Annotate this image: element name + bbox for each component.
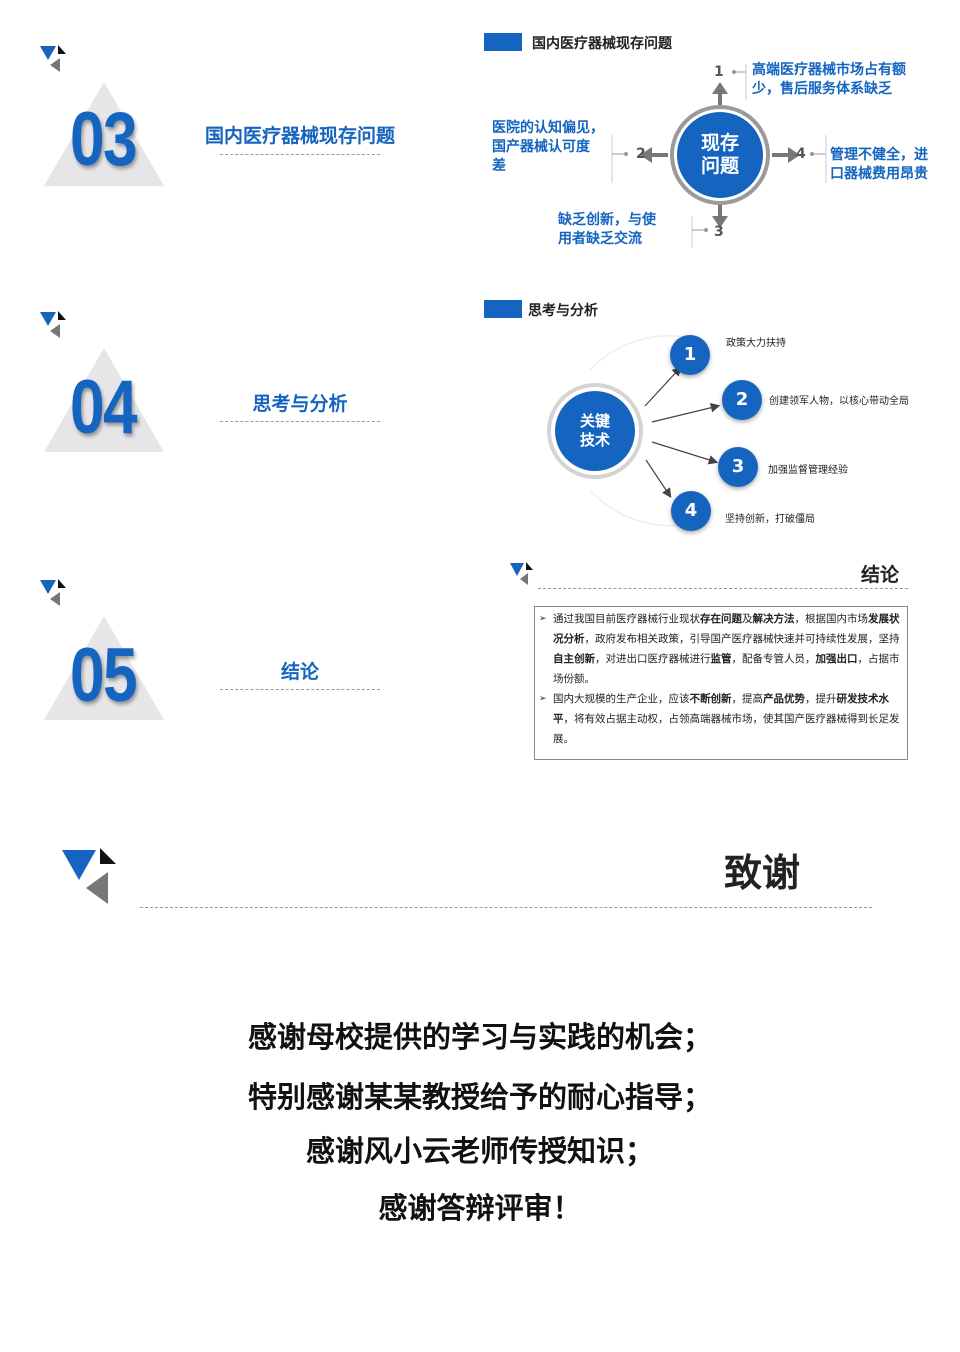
connector (691, 216, 708, 248)
corner-triangles-icon (510, 562, 533, 585)
problem-number: 3 (714, 224, 724, 240)
problem-number: 2 (636, 146, 646, 162)
divider (220, 154, 380, 155)
conclusion-paragraph-2: ➢国内大规模的生产企业，应该不断创新，提高产品优势，提升研发技术水平，将有效占据… (539, 693, 900, 745)
section-title: 国内医疗器械现存问题 (204, 125, 395, 147)
gray-triangle-icon (44, 82, 164, 186)
conclusion-run: 发展状况分析 (553, 613, 900, 645)
gray-triangle-icon (44, 616, 164, 720)
step-3-circle: 3 (718, 447, 758, 487)
thanks-line: 感谢风小云老师传授知识； (305, 1134, 654, 1168)
conclusion-run: ，占据市场份额。 (553, 653, 900, 685)
section-number: 03 (70, 97, 138, 182)
hub-label: 关键 技术 (579, 412, 610, 449)
conclusion-run: ，将有效占据主动权，占领高端器械市场，使其国产医疗器械得到长足发展。 (553, 713, 900, 745)
step-label: 创建领军人物，以核心带动全局 (769, 396, 909, 407)
conclusion-box: ➢通过我国目前医疗器械行业现状存在问题及解决方法，根据国内市场发展状况分析，政府… (534, 606, 908, 760)
connector (611, 135, 628, 183)
conclusion-paragraph-1: ➢通过我国目前医疗器械行业现状存在问题及解决方法，根据国内市场发展状况分析，政府… (539, 613, 900, 685)
corner-triangles-icon (40, 311, 66, 338)
step-2-circle: 2 (722, 380, 762, 420)
conclusion-run: ，政府发布相关政策，引导国产医疗器械快速并可持续性发展，坚持 (584, 633, 900, 645)
corner-triangles-icon (40, 45, 66, 72)
corner-triangles-icon (62, 848, 116, 904)
header-bar (484, 33, 522, 51)
step-label: 政策大力扶持 (726, 338, 786, 349)
conclusion-run: 不断创新 (689, 693, 732, 705)
problem-number: 4 (796, 146, 806, 162)
conclusion-run: 国内大规模的生产企业，应该 (553, 693, 690, 705)
conclusion-run: ，根据国内市场 (794, 613, 869, 625)
header-bar (484, 300, 522, 318)
section-title: 结论 (280, 661, 319, 683)
conclusion-run: ，配备专管人员， (731, 653, 816, 665)
problem-number: 1 (714, 64, 724, 80)
conclusion-run: 研发技术水平 (553, 693, 889, 725)
divider (538, 588, 908, 589)
section-number: 05 (70, 633, 138, 718)
diagram-header: 国内医疗器械现存问题 (532, 36, 672, 52)
conclusion-header: 结论 (861, 564, 900, 586)
problem-text: 医院的认知偏见，国产器械认可度差 (492, 120, 604, 174)
conclusion-run: 产品优势 (763, 693, 805, 705)
conclusion-run: 存在问题 (700, 613, 742, 625)
section-number: 04 (70, 365, 138, 450)
conclusion-run: ，对进出口医疗器械进行 (595, 653, 711, 665)
divider (220, 421, 380, 422)
conclusion-run: 加强出口 (815, 653, 858, 665)
thanks-title: 致谢 (724, 851, 801, 895)
conclusion-run: 监管 (710, 653, 732, 665)
thanks-line: 感谢答辩评审！ (378, 1191, 582, 1225)
conclusion-run: 解决方法 (752, 613, 795, 625)
thanks-line: 感谢母校提供的学习与实践的机会； (247, 1020, 712, 1054)
section-title: 思考与分析 (252, 393, 348, 415)
problems-hub-graphic (640, 82, 800, 228)
conclusion-run: 通过我国目前医疗器械行业现状 (553, 613, 700, 625)
conclusion-run: 自主创新 (553, 653, 595, 665)
divider (220, 689, 380, 690)
gray-triangle-icon (44, 348, 164, 452)
step-1-circle: 1 (670, 335, 710, 375)
problem-text: 高端医疗器械市场占有额少，售后服务体系缺乏 (752, 62, 906, 97)
divider (140, 907, 872, 908)
corner-triangles-icon (40, 579, 66, 606)
hub-label: 现存 问题 (700, 132, 739, 177)
diagram-header: 思考与分析 (528, 303, 598, 319)
problem-text: 管理不健全，进口器械费用昂贵 (830, 147, 928, 182)
conclusion-run: 及 (742, 613, 753, 625)
conclusion-run: ，提升 (805, 693, 837, 705)
step-label: 坚持创新，打破僵局 (725, 514, 815, 525)
problem-text: 缺乏创新，与使用者缺乏交流 (558, 212, 656, 247)
step-4-circle: 4 (671, 491, 711, 531)
connector (732, 64, 747, 100)
analysis-arrows-graphic (547, 335, 721, 527)
step-label: 加强监督管理经验 (768, 465, 848, 476)
conclusion-run: ，提高 (731, 693, 764, 705)
thanks-line: 特别感谢某某教授给予的耐心指导； (247, 1080, 712, 1114)
connector (810, 135, 827, 183)
